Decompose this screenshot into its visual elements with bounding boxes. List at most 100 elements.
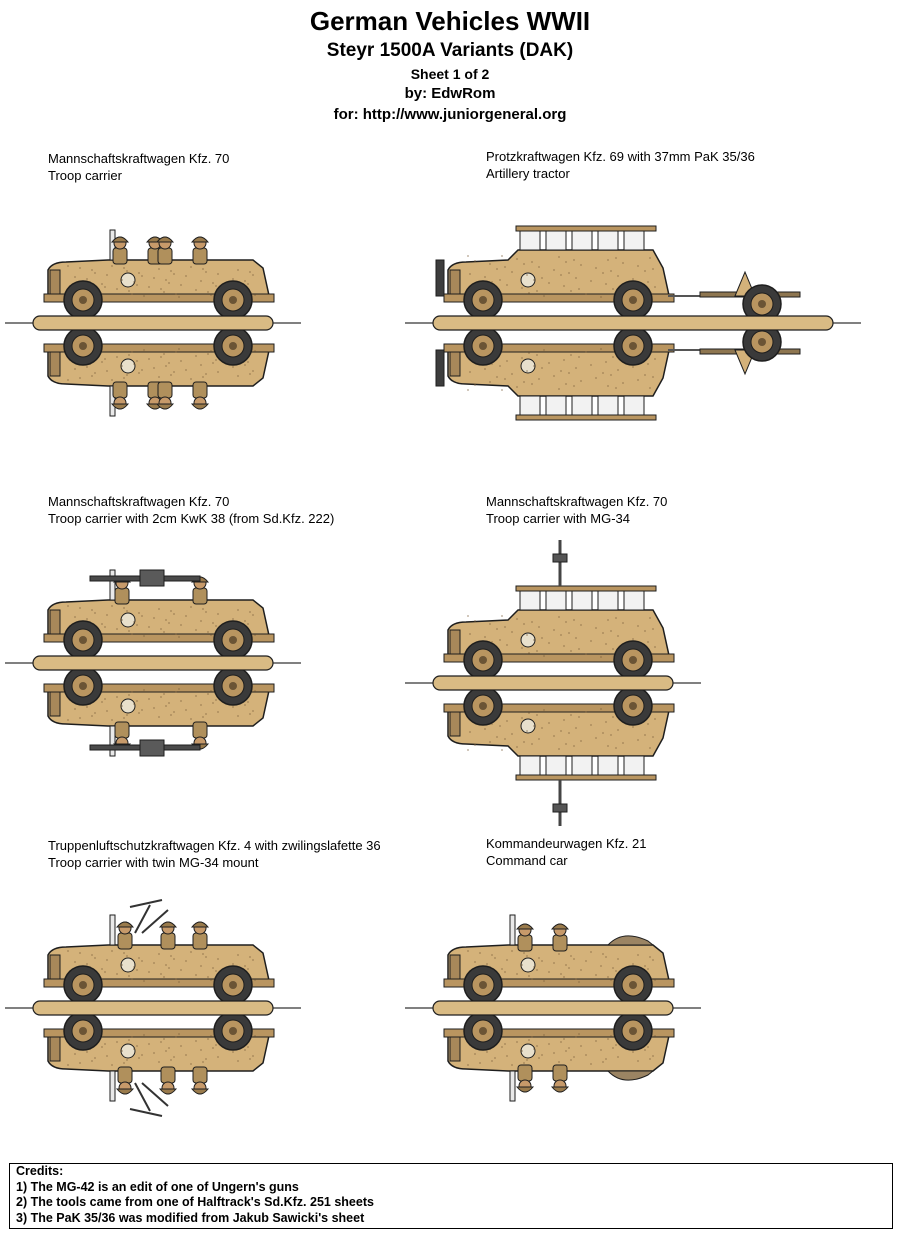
vehicle-caption-6: Kommandeurwagen Kfz. 21 Command car [486,835,646,869]
wheel [613,686,653,726]
palm-insignia [120,1043,136,1059]
roof-rail [515,414,657,421]
spare-tire [435,349,445,387]
vehicle-caption-5: Truppenluftschutzkraftwagen Kfz. 4 with … [48,837,381,871]
vehicle-reflection [443,686,675,826]
wheel [463,686,503,726]
soldier [515,1064,535,1093]
base-stand [432,1000,674,1016]
cabin-window [545,755,567,777]
vehicle-body [443,326,675,421]
credit-line: 2) The tools came from one of Halftrack'… [16,1195,374,1209]
windshield [109,1070,116,1102]
twin-mg-carrier-figure [5,899,301,1117]
wheel [63,280,103,320]
soldier [115,921,135,950]
wheel [463,1011,503,1051]
vehicle-role: Troop carrier with twin MG-34 mount [48,855,259,870]
wheel [463,280,503,320]
soldier [158,921,178,950]
cabin-window [623,755,645,777]
soldier [515,923,535,952]
cabin-window [519,395,541,417]
wheel [613,326,653,366]
wheel [463,640,503,680]
wheel [463,326,503,366]
wheel [742,284,782,324]
cabin-window [571,589,593,611]
cabin-window [519,229,541,251]
cabin-window [623,589,645,611]
cabin-window [597,589,619,611]
wheel [213,326,253,366]
site-link[interactable]: for: http://www.juniorgeneral.org [333,106,567,123]
wheel [63,965,103,1005]
cabin-window [545,229,567,251]
vehicle-reflection [43,326,275,417]
cabin-window [545,395,567,417]
soldier [190,1066,210,1095]
vehicle-body [443,1011,675,1081]
vehicle-name: Mannschaftskraftwagen Kfz. 70 [48,494,230,509]
vehicle-role: Troop carrier [48,168,122,183]
wheel [613,1011,653,1051]
palm-insignia [520,957,536,973]
wheel [742,322,782,362]
vehicle-role: Troop carrier with MG-34 [486,511,630,526]
vehicle-caption-1: Mannschaftskraftwagen Kfz. 70 Troop carr… [48,150,229,184]
vehicle-body [43,666,275,727]
twin-mg-mount [129,1082,169,1117]
palm-insignia [520,632,536,648]
vehicle-reflection [435,322,801,421]
palm-insignia [120,957,136,973]
soldier [190,236,210,265]
credit-line: 1) The MG-42 is an edit of one of Ungern… [16,1179,299,1194]
vehicle-name: Mannschaftskraftwagen Kfz. 70 [48,151,230,166]
troop-carrier-figure [5,229,301,417]
windshield [109,725,116,757]
windshield [109,569,116,601]
vehicle-role: Command car [486,853,568,868]
vehicle-caption-2: Protzkraftwagen Kfz. 69 with 37mm PaK 35… [486,148,755,182]
soldier [110,381,130,410]
vehicle-body [443,686,675,781]
roof-rail [515,225,657,232]
author-credit: by: EdwRom [404,85,496,102]
palm-insignia [120,358,136,374]
cabin-window [519,589,541,611]
wheel [63,326,103,366]
vehicle-upright [443,914,675,1005]
folded-top [606,935,655,946]
sheet-subtitle: Steyr 1500A Variants (DAK) [326,40,574,61]
artillery-tractor-figure [405,225,861,421]
cabin-window [571,755,593,777]
base-stand [432,315,834,331]
vehicle-upright [43,229,275,320]
vehicle-upright [443,540,675,680]
soldier [155,381,175,410]
vehicle-body [43,944,275,1005]
cabin-window [597,395,619,417]
vehicle-reflection [43,666,275,757]
wheel [613,965,653,1005]
kwk-gun-mount [139,569,165,587]
palm-insignia [520,1043,536,1059]
soldier [155,236,175,265]
wheel [213,965,253,1005]
wheel [213,620,253,660]
soldier [190,921,210,950]
kwk-troop-carrier-figure [5,569,301,757]
wheel [463,965,503,1005]
cabin-window [623,229,645,251]
cabin-window [623,395,645,417]
vehicle-reflection [443,1011,675,1102]
cabin-window [571,229,593,251]
wheel [613,640,653,680]
roof-rail [515,774,657,781]
palm-insignia [120,698,136,714]
wheel [613,280,653,320]
cabin-window [571,395,593,417]
vehicle-body [43,259,275,320]
wheel [213,1011,253,1051]
vehicle-caption-3: Mannschaftskraftwagen Kfz. 70 Troop carr… [48,493,334,527]
